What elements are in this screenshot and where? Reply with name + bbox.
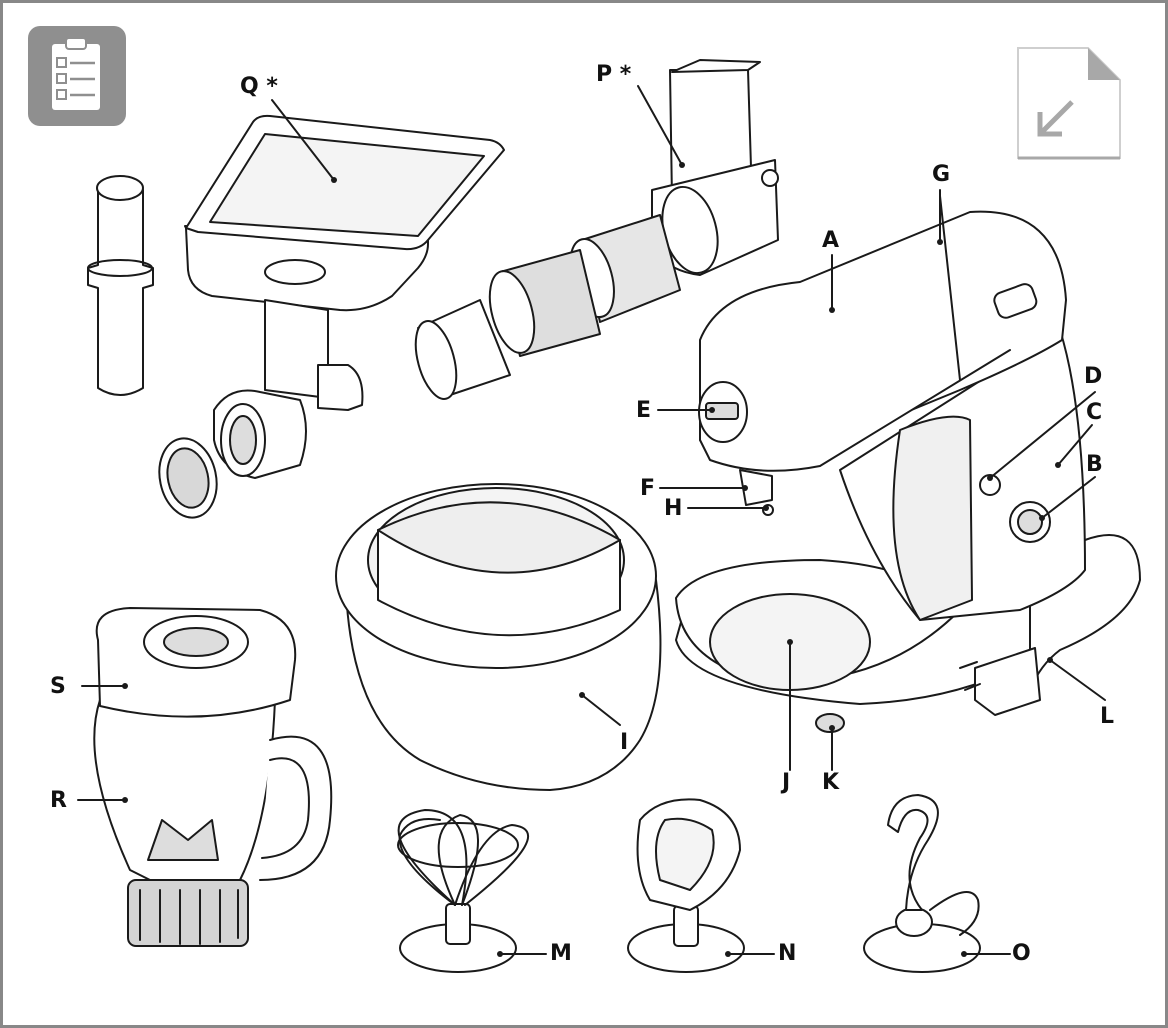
callout-q: Q * [240,74,278,99]
callout-d: D [1084,364,1103,389]
callout-s: S [50,674,66,699]
callout-h: H [664,496,683,521]
blender-jug [93,607,333,947]
food-pusher [87,175,154,396]
callout-n: N [778,941,797,966]
callout-p: P * [596,62,632,87]
leader-lines [77,85,1106,955]
callout-r: R [50,788,67,813]
balloon-whisk [397,809,530,973]
page-arrow-icon [1017,47,1121,160]
meat-mincer [158,114,505,519]
callout-f: F [640,476,656,501]
callout-a: A [822,228,840,253]
leader-dots [122,162,1061,957]
callout-c: C [1086,400,1103,425]
callout-j: J [782,770,791,795]
callout-g: G [932,162,951,187]
callout-k: K [822,770,840,795]
dough-hook [863,794,981,973]
checklist-icon [28,26,126,126]
callout-i: I [620,730,629,755]
callout-m: M [550,941,572,966]
slicer-grater [414,59,779,400]
callout-o: O [1012,941,1031,966]
callout-l: L [1100,704,1115,729]
callout-e: E [636,398,652,423]
callout-b: B [1086,452,1103,477]
stand-mixer [675,195,1141,733]
mixing-bowl [335,483,662,791]
flat-beater [627,798,745,973]
